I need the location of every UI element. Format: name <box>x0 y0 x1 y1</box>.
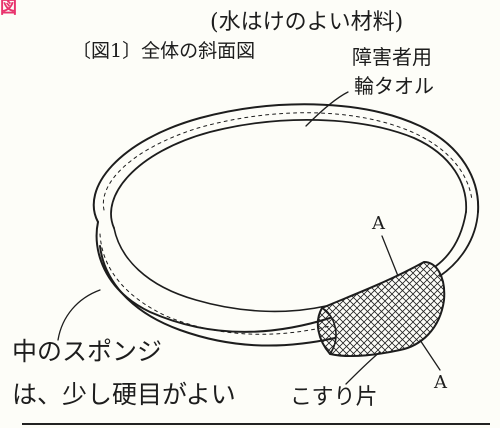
sponge-note-line1: 中のスポンジ <box>12 337 163 366</box>
ring-outer-edge <box>92 103 480 223</box>
ring-texture <box>102 112 473 211</box>
towel-leader <box>305 91 349 127</box>
a-lower-leader <box>419 339 441 371</box>
section-mark-upper: A <box>372 213 385 234</box>
section-mark-lower: A <box>434 372 447 393</box>
figure-corner-mark: 図 <box>0 0 17 18</box>
a-upper-leader <box>381 235 399 277</box>
towel-label-line1: 障害者用 <box>352 45 432 69</box>
ring-lower-band <box>99 245 336 347</box>
rub-pad-label: こすり片 <box>290 385 378 410</box>
figure-title: 〔図1〕全体の斜面図 <box>72 40 256 62</box>
material-note: (水はけのよい材料) <box>210 10 404 35</box>
rub-pad-leader <box>345 351 381 385</box>
sponge-leader <box>57 289 101 341</box>
rub-pad-shape <box>316 260 446 358</box>
rub-pad-end <box>321 307 337 355</box>
ring-inner-bottom <box>113 227 327 313</box>
ring-outer-bottom <box>95 221 331 333</box>
sponge-note-line2: は、少し硬目がよい <box>12 380 236 409</box>
ring-band-texture <box>99 233 331 335</box>
towel-label-line2: 輪タオル <box>354 74 434 98</box>
bottom-rule <box>22 423 490 425</box>
ring-right-side <box>435 211 479 277</box>
ring-inner-edge <box>110 118 467 229</box>
